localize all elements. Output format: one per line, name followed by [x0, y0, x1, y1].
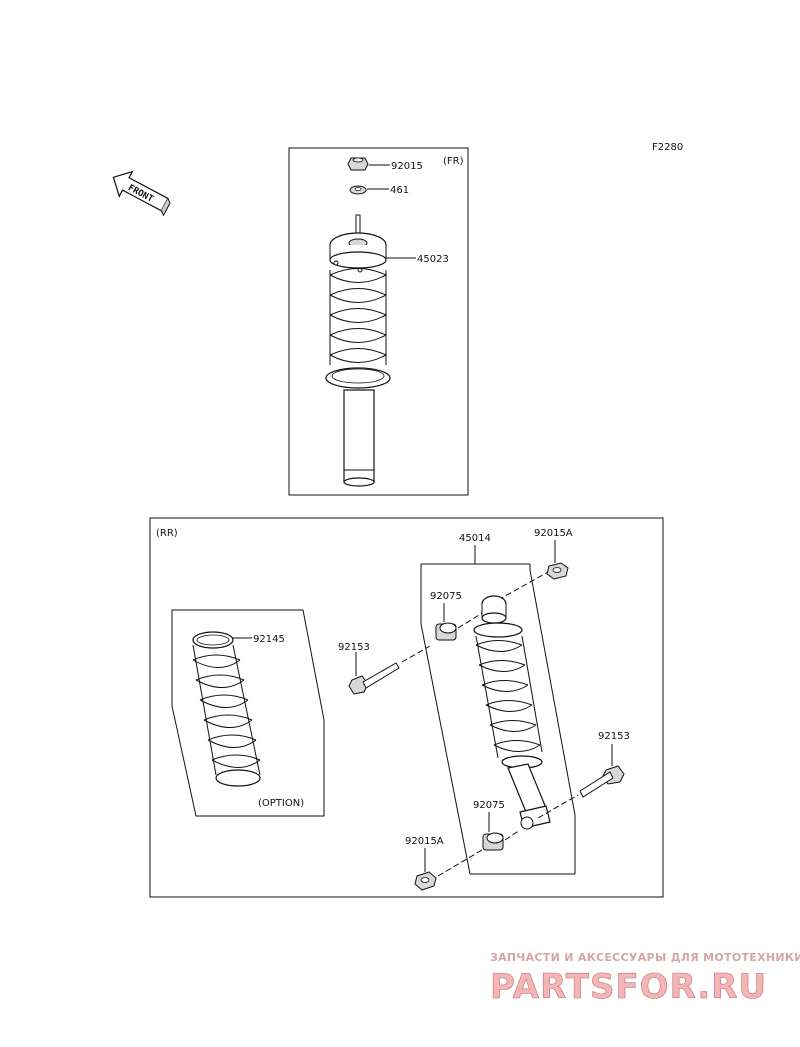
label-92015: 92015: [391, 161, 423, 172]
watermark-tagline: ЗАПЧАСТИ И АКСЕССУАРЫ ДЛЯ МОТОТЕХНИКИ: [490, 951, 800, 964]
label-45014: 45014: [459, 533, 491, 544]
rear-shock-45014: [473, 595, 551, 830]
label-45023: 45023: [417, 254, 449, 265]
label-461: 461: [390, 185, 409, 196]
bolt-92153-left: [348, 662, 400, 695]
label-92015a-top: 92015A: [534, 528, 573, 539]
nut-92015: [347, 157, 369, 171]
spring-92145: [192, 631, 261, 787]
label-92153-left: 92153: [338, 642, 370, 653]
front-arrow-icon: FRONT: [112, 170, 171, 217]
washer-461: [349, 185, 367, 195]
nut-92015a-bottom: [414, 871, 437, 891]
front-section-tag: (FR): [443, 156, 464, 167]
collar-92075-top: [435, 622, 457, 641]
label-92145: 92145: [253, 634, 285, 645]
rear-section-frame: [149, 517, 664, 898]
label-92015a-bottom: 92015A: [405, 836, 444, 847]
option-label: (OPTION): [258, 798, 304, 809]
bolt-92153-right: [579, 765, 625, 798]
label-92075-bottom: 92075: [473, 800, 505, 811]
front-shock-45023: [325, 214, 391, 487]
option-frame: [171, 609, 325, 817]
front-section-frame: [288, 147, 469, 496]
nut-92015a-top: [546, 562, 569, 580]
collar-92075-bottom: [482, 832, 504, 851]
label-92153-right: 92153: [598, 731, 630, 742]
label-92075-top: 92075: [430, 591, 462, 602]
rear-section-tag: (RR): [156, 528, 178, 539]
figure-code: F2280: [652, 142, 683, 153]
watermark-logo: PARTSFOR.RU: [490, 967, 767, 1007]
